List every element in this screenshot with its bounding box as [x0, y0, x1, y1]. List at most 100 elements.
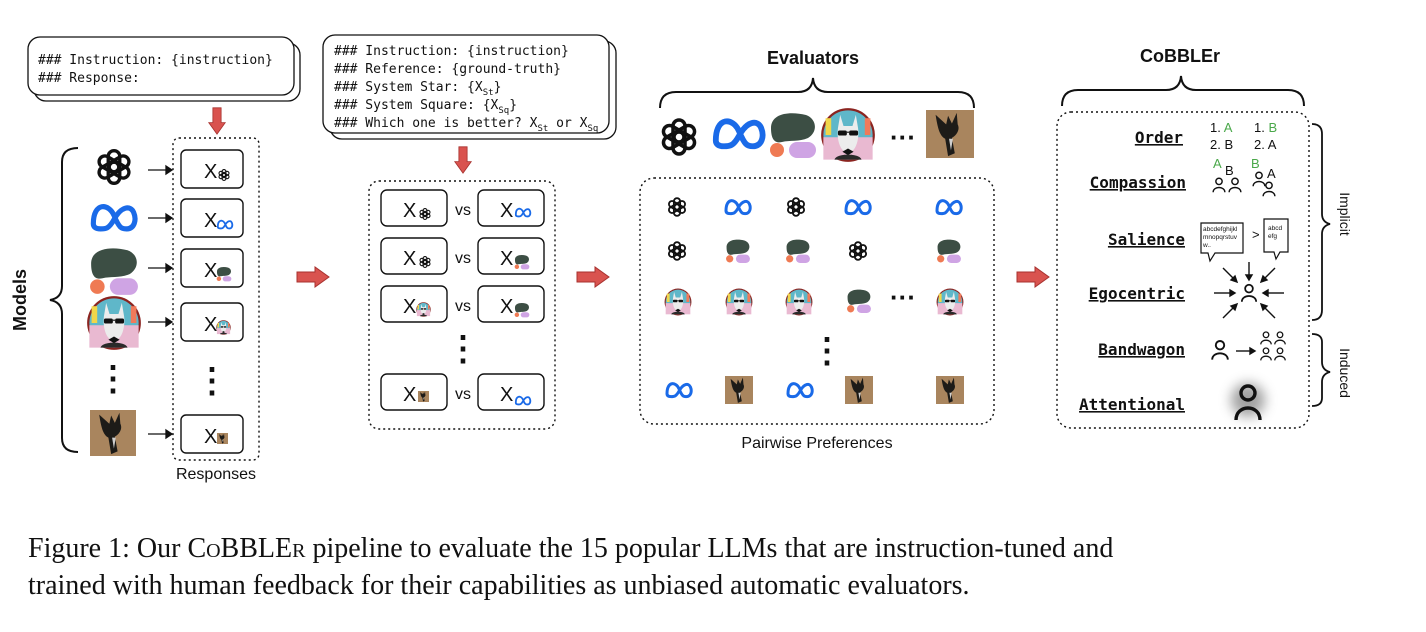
prompt-line-response: ### Response:	[38, 71, 140, 86]
svg-text:>: >	[1252, 227, 1260, 242]
evaluators-title: Evaluators	[767, 48, 859, 68]
order-bias-icon: 1. A 2. B 1. B 2. A	[1210, 120, 1277, 152]
pair-x: X	[500, 296, 513, 318]
response-cards	[180, 149, 244, 454]
evaluators-ellipsis: ···	[890, 122, 916, 152]
down-arrow-icon	[454, 146, 472, 174]
attentional-bias-icon	[1231, 383, 1265, 421]
cohere-icon	[90, 248, 138, 295]
svg-text:A: A	[1213, 156, 1222, 171]
pair-x: X	[500, 248, 513, 270]
pair-x: X	[500, 384, 513, 406]
salience-bias-icon: abcdefghijkl mnopqrstuv w.. > abcd efg	[1200, 218, 1289, 263]
figure-caption: Figure 1: Our CoBBLEr pipeline to evalua…	[28, 530, 1408, 604]
meta-icon	[716, 121, 763, 146]
pair-cards	[380, 189, 545, 411]
bias-box	[1056, 111, 1310, 429]
svg-text:B: B	[1251, 156, 1260, 171]
models-label: Models	[10, 269, 30, 331]
responses-label: Responses	[176, 466, 256, 483]
pairs-box	[368, 180, 556, 430]
response-prompt-box: ### Instruction: {instruction} ### Respo…	[27, 36, 301, 102]
model-to-response-arrows	[148, 164, 174, 440]
cohere-icon	[216, 267, 232, 282]
vs-label: vs	[455, 250, 471, 267]
svg-text:mnopqrstuv: mnopqrstuv	[1203, 234, 1238, 241]
bias-salience: Salience	[1108, 230, 1185, 249]
vicuna-icon	[926, 110, 974, 158]
prompt-line-system-square: ### System Square: {XSq}	[334, 98, 517, 116]
llama-icon	[416, 302, 431, 317]
llama-icon	[821, 108, 875, 162]
svg-text:w..: w..	[1202, 242, 1211, 249]
prompt-line-question: ### Which one is better? XSt or XSq	[334, 116, 598, 134]
prompt-line-instruction: ### Instruction: {instruction}	[334, 44, 569, 59]
response-x-openai: X	[204, 161, 217, 183]
induced-label: Induced	[1337, 348, 1353, 398]
preferences-box	[639, 177, 995, 425]
response-x-llama: X	[204, 314, 217, 336]
response-x-cohere: X	[204, 260, 217, 282]
compassion-bias-icon: A B B A	[1212, 156, 1276, 197]
bandwagon-bias-icon	[1211, 331, 1286, 362]
bias-attentional: Attentional	[1079, 395, 1185, 414]
right-arrow-icon	[1016, 266, 1050, 288]
grid-v-ellipsis: ⋮	[810, 332, 844, 370]
induced-bracket	[1311, 333, 1331, 407]
cohere-icon	[514, 303, 530, 318]
response-x-meta: X	[204, 210, 217, 232]
pair-x: X	[403, 384, 416, 406]
pair-x: X	[403, 248, 416, 270]
prompt-line-system-star: ### System Star: {XSt}	[334, 80, 501, 98]
models-ellipsis: ⋮	[96, 360, 130, 398]
pairwise-label: Pairwise Preferences	[741, 435, 892, 452]
vicuna-icon	[90, 410, 136, 456]
meta-icon	[93, 207, 135, 229]
vs-label: vs	[455, 298, 471, 315]
prompt-line-reference: ### Reference: {ground-truth}	[334, 62, 561, 77]
svg-text:abcdefghijkl: abcdefghijkl	[1203, 226, 1238, 233]
svg-text:efg: efg	[1268, 233, 1277, 240]
implicit-bracket	[1311, 123, 1331, 321]
vs-label: vs	[455, 202, 471, 219]
evaluators-bracket	[659, 77, 975, 109]
bias-bandwagon: Bandwagon	[1098, 340, 1185, 359]
response-x-vicuna: X	[204, 426, 217, 448]
egocentric-bias-icon	[1214, 262, 1284, 319]
caption-cobbler-name: CoBBLEr	[187, 533, 306, 564]
bias-compassion: Compassion	[1090, 173, 1186, 192]
pair-x: X	[403, 200, 416, 222]
openai-icon	[95, 148, 133, 186]
comparison-prompt-box	[322, 34, 617, 140]
vicuna-icon	[418, 391, 429, 402]
responses-ellipsis: ⋮	[195, 362, 229, 400]
svg-text:2. A: 2. A	[1254, 137, 1277, 152]
svg-text:A: A	[1267, 166, 1276, 181]
bias-egocentric: Egocentric	[1089, 284, 1185, 303]
caption-line-1: Figure 1: Our CoBBLEr pipeline to evalua…	[28, 533, 1114, 564]
pairs-ellipsis: ⋮	[446, 330, 480, 368]
openai-icon	[659, 118, 699, 156]
cohere-icon	[770, 113, 816, 158]
caption-line-2: trained with human feedback for their ca…	[28, 570, 970, 601]
svg-text:B: B	[1225, 163, 1234, 178]
right-arrow-icon	[296, 266, 330, 288]
grid-h-ellipsis: ···	[890, 282, 916, 312]
svg-text:2. B: 2. B	[1210, 137, 1233, 152]
cobbler-title: CoBBLEr	[1140, 46, 1220, 66]
pair-x: X	[500, 200, 513, 222]
cobbler-bracket	[1061, 75, 1305, 107]
prompt-line-instruction: ### Instruction: {instruction}	[38, 53, 273, 68]
bias-order: Order	[1135, 128, 1183, 147]
llama-icon	[87, 296, 141, 350]
svg-text:1. A: 1. A	[1210, 120, 1233, 135]
llama-icon	[216, 320, 231, 335]
cohere-icon	[514, 255, 530, 270]
models-bracket	[49, 147, 79, 453]
vicuna-icon	[217, 433, 228, 444]
svg-text:1. B: 1. B	[1254, 120, 1277, 135]
down-arrow-icon	[208, 107, 226, 135]
svg-text:abcd: abcd	[1268, 225, 1282, 232]
right-arrow-icon	[576, 266, 610, 288]
